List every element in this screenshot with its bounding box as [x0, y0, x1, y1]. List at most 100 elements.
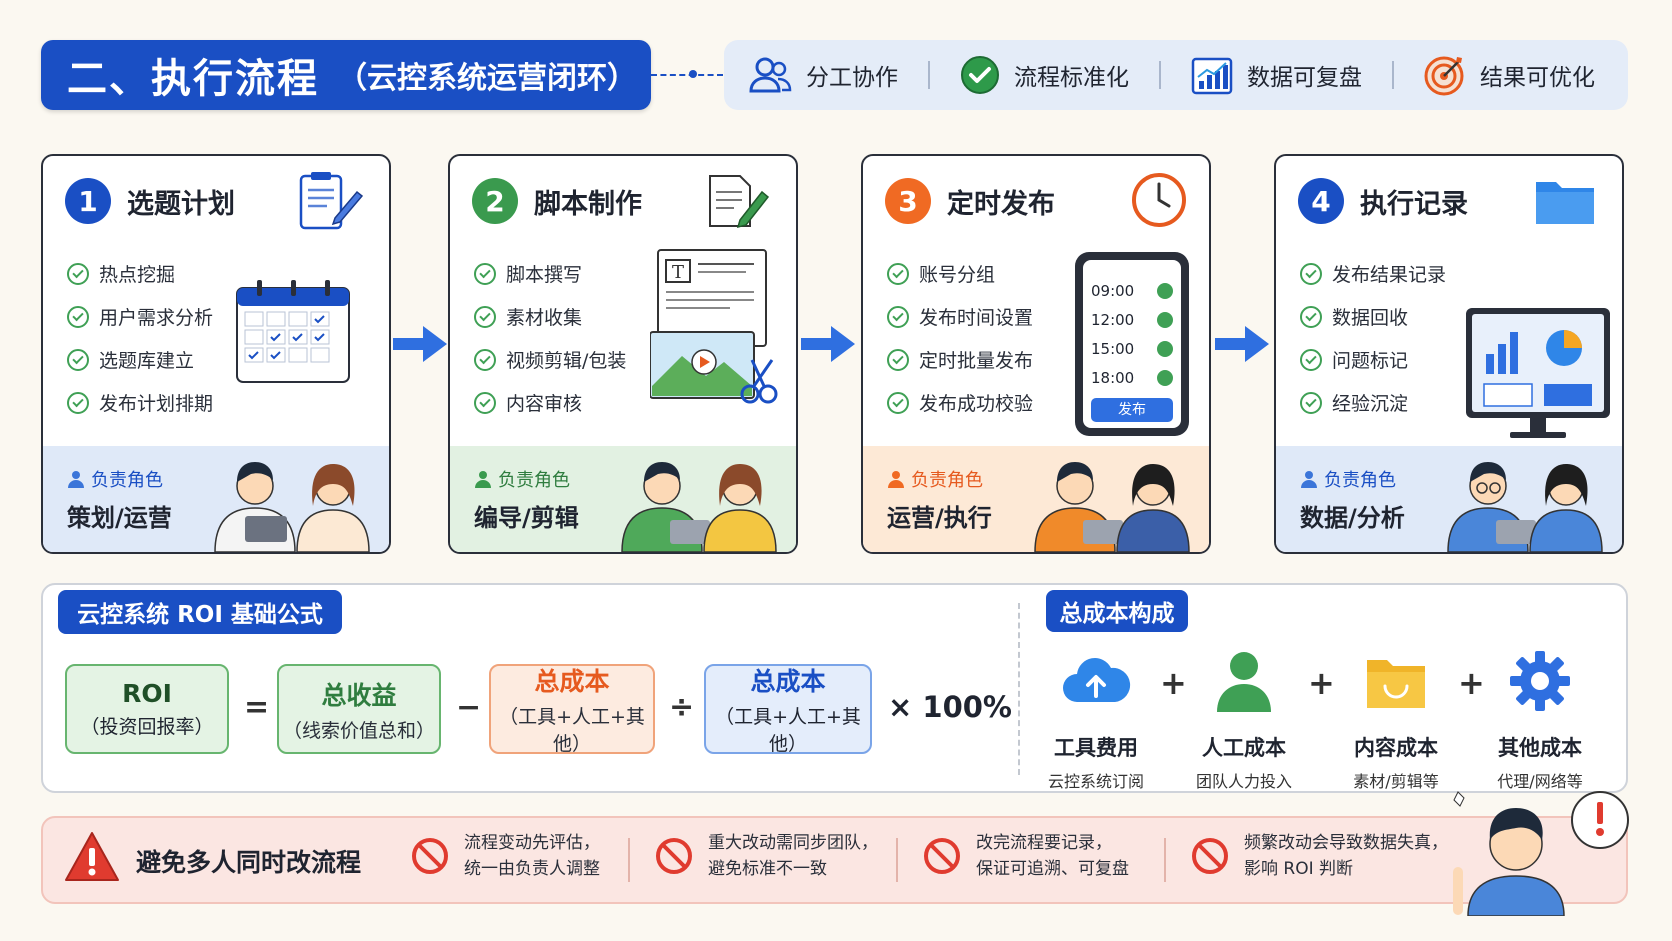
check-icon — [1300, 305, 1322, 328]
list-item: 数据回收 — [1300, 295, 1446, 338]
cost-item-other: 其他成本代理/网络等 — [1470, 648, 1610, 792]
person-icon — [475, 471, 491, 488]
list-item: 选题库建立 — [67, 338, 213, 381]
role-value: 策划/运营 — [67, 504, 172, 532]
divide-operator: ÷ — [669, 690, 695, 725]
target-icon — [1424, 56, 1464, 96]
chart-icon — [1191, 57, 1233, 95]
team-illustration — [214, 462, 370, 552]
check-icon — [1300, 262, 1322, 285]
list-item: 视频剪辑/包装 — [474, 338, 626, 381]
person-icon — [1301, 471, 1317, 488]
schedule-row: 12:00 — [1091, 305, 1173, 334]
folder-icon — [1536, 182, 1594, 224]
clock-icon — [1132, 173, 1186, 227]
connector-dot — [689, 70, 697, 78]
svg-text:T: T — [672, 262, 684, 283]
list-item: 发布时间设置 — [887, 295, 1033, 338]
flow-arrow-icon — [393, 326, 447, 362]
divider — [1164, 838, 1166, 882]
person-icon — [1217, 652, 1271, 712]
percent-multiplier: × 100% — [888, 690, 1012, 724]
list-item: 定时批量发布 — [887, 338, 1033, 381]
team-illustration — [1034, 462, 1190, 552]
cost-item-labor: 人工成本团队人力投入 — [1174, 648, 1314, 792]
check-icon — [67, 305, 89, 328]
list-item: 内容审核 — [474, 381, 626, 424]
divider — [928, 61, 930, 89]
role-value: 运营/执行 — [887, 504, 992, 532]
step-number-badge: 3 — [885, 178, 931, 224]
divider — [628, 838, 630, 882]
warning-item: 改完流程要记录，保证可追溯、可复盘 — [922, 830, 1129, 882]
step-card-scheduled-publish: 3 定时发布 账号分组 发布时间设置 定时批量发布 发布成功校验 09:00 1… — [861, 154, 1211, 554]
schedule-row: 09:00 — [1091, 276, 1173, 305]
equals-operator: = — [244, 690, 270, 725]
step-title: 脚本制作 — [534, 188, 642, 220]
check-icon — [474, 305, 496, 328]
formula-box-total-revenue: 总收益（线索价值总和） — [277, 664, 441, 754]
check-icon — [887, 348, 909, 371]
list-item: 用户需求分析 — [67, 295, 213, 338]
schedule-row: 15:00 — [1091, 334, 1173, 363]
role-section: 负责角色 数据/分析 — [1276, 446, 1622, 552]
document-pen-icon — [709, 175, 770, 229]
check-circle-icon — [961, 56, 999, 94]
check-icon — [887, 262, 909, 285]
feature-label: 结果可优化 — [1480, 65, 1595, 91]
step-number-badge: 1 — [65, 178, 111, 224]
gear-icon — [1510, 651, 1570, 711]
check-icon — [474, 391, 496, 414]
prohibited-icon — [1192, 838, 1228, 874]
phone-illustration: 09:00 12:00 15:00 18:00 发布 — [1075, 252, 1189, 436]
check-icon — [887, 305, 909, 328]
step-checklist: 热点挖掘 用户需求分析 选题库建立 发布计划排期 — [67, 252, 213, 424]
feature-optimization: 结果可优化 — [1424, 54, 1595, 96]
check-icon — [1157, 340, 1173, 357]
page-subtitle: （云控系统运营闭环） — [337, 61, 637, 96]
prohibited-icon — [924, 838, 960, 874]
feature-label: 数据可复盘 — [1247, 65, 1362, 91]
step-title: 执行记录 — [1360, 188, 1468, 220]
list-item: 发布成功校验 — [887, 381, 1033, 424]
feature-data-review: 数据可复盘 — [1191, 55, 1362, 95]
phone-screen: 09:00 12:00 15:00 18:00 发布 — [1083, 260, 1181, 428]
check-icon — [474, 348, 496, 371]
check-icon — [1157, 369, 1173, 386]
list-item: 热点挖掘 — [67, 252, 213, 295]
team-illustration — [1447, 462, 1603, 552]
character-alert-illustration — [1453, 791, 1629, 916]
schedule-row: 18:00 — [1091, 363, 1173, 392]
minus-operator: − — [456, 690, 482, 725]
plus-operator: + — [1458, 664, 1485, 702]
role-label: 负责角色 — [887, 466, 983, 492]
formula-box-total-cost-divisor: 总成本（工具+人工+其他） — [704, 664, 872, 755]
check-icon — [67, 262, 89, 285]
role-value: 编导/剪辑 — [474, 504, 579, 532]
step-card-script-production: 2 脚本制作 脚本撰写 素材收集 视频剪辑/包装 内容审核 T 负责角色 编导/… — [448, 154, 798, 554]
cloud-icon — [1063, 658, 1131, 702]
script-video-illustration: T — [650, 249, 778, 404]
plus-operator: + — [1308, 664, 1335, 702]
team-icon — [749, 57, 792, 93]
divider — [1392, 61, 1394, 89]
section-divider — [1018, 603, 1020, 775]
warning-item: 流程变动先评估，统一由负责人调整 — [410, 830, 600, 882]
team-illustration — [621, 462, 777, 552]
person-icon — [68, 471, 84, 488]
prohibited-icon — [412, 838, 448, 874]
warning-item: 频繁改动会导致数据失真，影响 ROI 判断 — [1190, 830, 1448, 882]
connector-line — [651, 74, 723, 76]
calendar-illustration — [236, 280, 350, 383]
list-item: 账号分组 — [887, 252, 1033, 295]
formula-box-total-cost: 总成本（工具+人工+其他） — [489, 664, 655, 755]
list-item: 素材收集 — [474, 295, 626, 338]
warning-panel — [41, 816, 1628, 904]
step-header: 1 选题计划 — [65, 178, 235, 224]
check-icon — [887, 391, 909, 414]
publish-button[interactable]: 发布 — [1091, 398, 1173, 422]
plus-operator: + — [1160, 664, 1187, 702]
list-item: 问题标记 — [1300, 338, 1446, 381]
step-header: 2 脚本制作 — [472, 178, 642, 224]
step-header: 4 执行记录 — [1298, 178, 1468, 224]
